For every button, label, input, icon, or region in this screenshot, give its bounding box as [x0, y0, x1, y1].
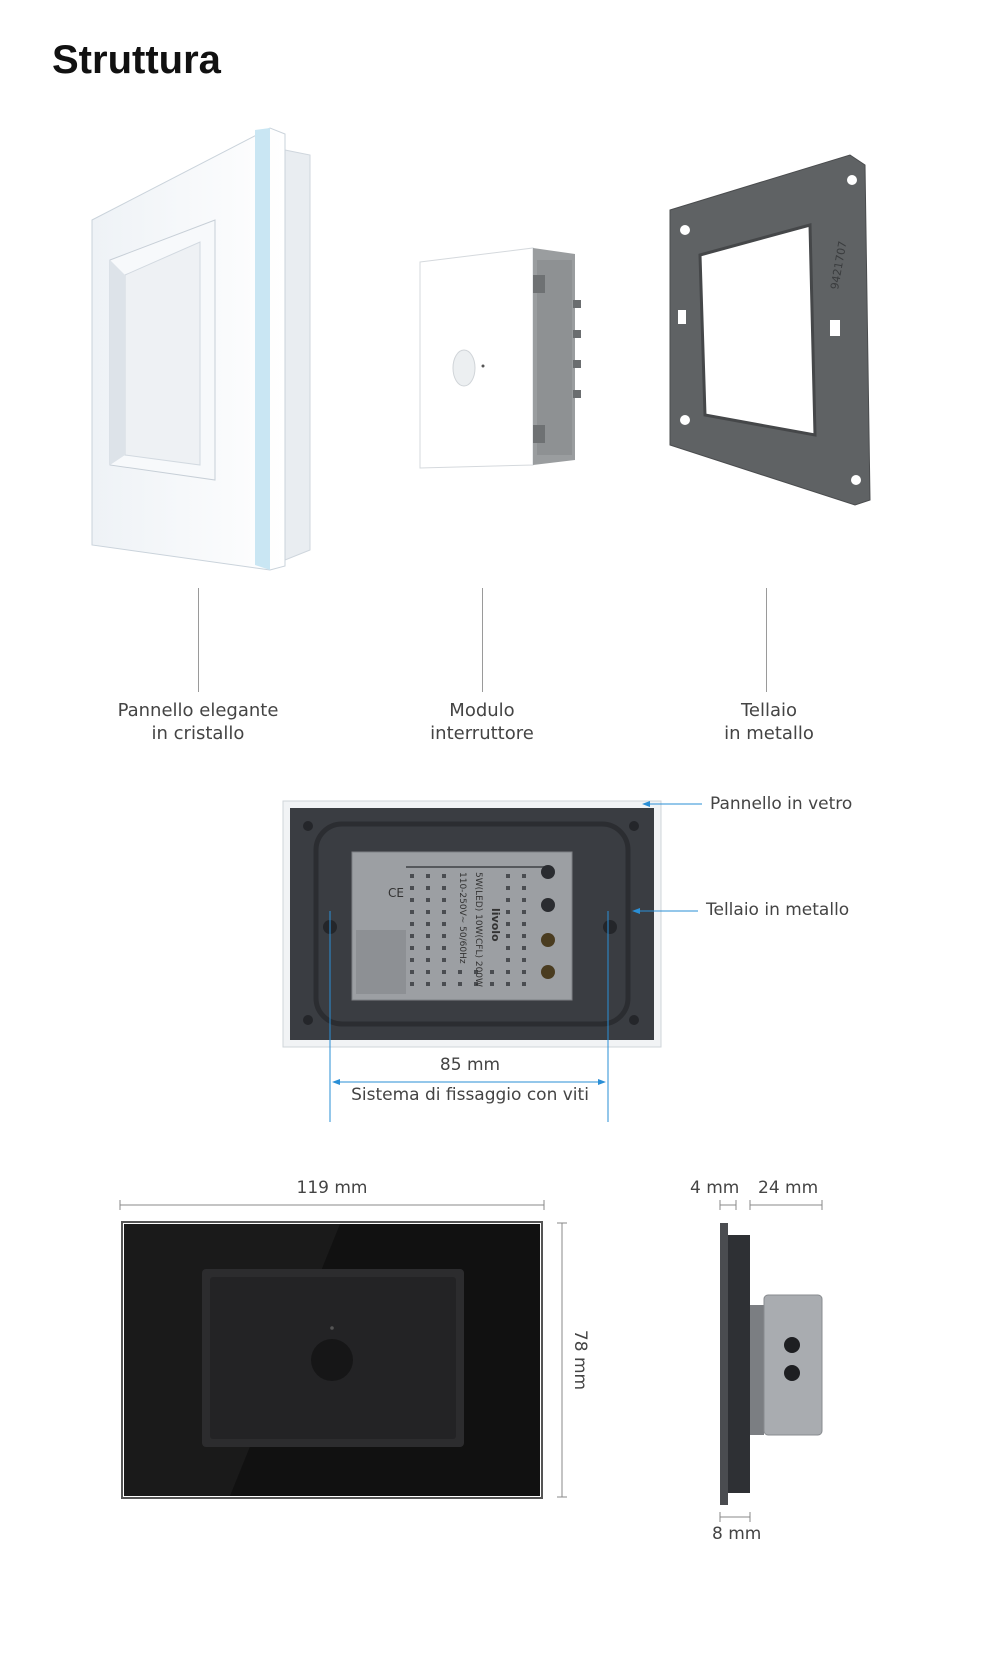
vent-hole	[442, 946, 446, 950]
page-title: Struttura	[52, 38, 221, 82]
label-switch-module-line2: interruttore	[430, 723, 534, 744]
label-metal-frame-line2: in metallo	[724, 723, 814, 744]
vent-hole	[506, 886, 510, 890]
front-view-image	[119, 1200, 567, 1499]
vent-hole	[474, 970, 478, 974]
side-view-image	[719, 1200, 823, 1522]
vent-hole	[522, 982, 526, 986]
switch-module-image	[419, 247, 581, 469]
leader-line-module	[482, 588, 483, 692]
metal-frame-callout: Tellaio in metallo	[706, 900, 850, 920]
vent-hole	[522, 910, 526, 914]
vent-hole	[426, 946, 430, 950]
vent-hole	[522, 898, 526, 902]
vent-hole	[474, 982, 478, 986]
metal-frame-image: 9421707	[669, 154, 871, 506]
vent-hole	[522, 874, 526, 878]
vent-hole	[426, 922, 430, 926]
spec-text-2: 5W(LED) 10W(CFL) 200W	[473, 872, 483, 987]
leader-line-frame	[766, 588, 767, 692]
label-switch-module: Modulo interruttore	[382, 699, 582, 745]
ce-mark-text: CE	[388, 886, 404, 900]
vent-hole	[442, 970, 446, 974]
vent-hole	[410, 886, 414, 890]
vent-hole	[506, 946, 510, 950]
brand-text: livolo	[489, 908, 502, 942]
vent-hole	[410, 958, 414, 962]
vent-hole	[506, 970, 510, 974]
label-glass-panel-line1: Pannello elegante	[117, 700, 279, 721]
vent-hole	[410, 934, 414, 938]
vent-hole	[442, 898, 446, 902]
vent-hole	[410, 922, 414, 926]
spec-text-1: 110-250V~ 50/60Hz	[457, 872, 467, 964]
vent-hole	[410, 982, 414, 986]
vent-hole	[442, 910, 446, 914]
mount-distance-label: 85 mm	[439, 1055, 501, 1075]
glass-thickness-label: 4 mm	[690, 1178, 740, 1198]
vent-hole	[426, 970, 430, 974]
vent-hole	[506, 958, 510, 962]
vent-hole	[442, 922, 446, 926]
back-view-image: CE 110-250V~ 50/60Hz 5W(LED) 10W(CFL) 20…	[282, 800, 662, 1048]
vent-hole	[522, 886, 526, 890]
vent-hole	[506, 934, 510, 938]
vent-hole	[410, 874, 414, 878]
vent-hole	[522, 934, 526, 938]
mount-system-caption: Sistema di fissaggio con viti	[351, 1085, 589, 1105]
vent-hole	[506, 910, 510, 914]
vent-hole	[426, 874, 430, 878]
vent-hole	[410, 970, 414, 974]
vent-hole	[490, 982, 494, 986]
vent-hole	[442, 934, 446, 938]
vent-hole	[426, 886, 430, 890]
vent-hole	[458, 970, 462, 974]
vent-hole	[458, 982, 462, 986]
label-metal-frame: Tellaio in metallo	[669, 699, 869, 745]
label-glass-panel-line2: in cristallo	[151, 723, 245, 744]
vent-hole	[490, 970, 494, 974]
vent-hole	[506, 922, 510, 926]
vent-hole	[426, 910, 430, 914]
vent-hole	[426, 934, 430, 938]
vent-hole	[506, 874, 510, 878]
vent-hole	[410, 910, 414, 914]
glass-panel-callout: Pannello in vetro	[710, 794, 853, 814]
vent-hole	[442, 958, 446, 962]
vent-hole	[442, 886, 446, 890]
vent-hole	[506, 982, 510, 986]
depth-label: 24 mm	[758, 1178, 819, 1198]
vent-hole	[426, 982, 430, 986]
vent-hole	[506, 898, 510, 902]
label-metal-frame-line1: Tellaio	[740, 700, 798, 721]
vent-hole	[410, 898, 414, 902]
glass-panel-image	[91, 127, 311, 571]
width-dimension-label: 119 mm	[296, 1178, 368, 1198]
plate-thickness-label: 8 mm	[712, 1524, 762, 1544]
vent-hole	[522, 970, 526, 974]
vent-hole	[410, 946, 414, 950]
vent-hole	[442, 874, 446, 878]
vent-hole	[426, 958, 430, 962]
leader-line-panel	[198, 588, 199, 692]
vent-hole	[442, 982, 446, 986]
label-switch-module-line1: Modulo	[449, 700, 515, 721]
label-glass-panel: Pannello elegante in cristallo	[98, 699, 298, 745]
vent-hole	[426, 898, 430, 902]
back-view-annotations	[329, 801, 702, 1122]
height-dimension-label: 78 mm	[570, 1329, 590, 1391]
vent-hole	[522, 922, 526, 926]
vent-hole	[522, 946, 526, 950]
vent-hole	[522, 958, 526, 962]
